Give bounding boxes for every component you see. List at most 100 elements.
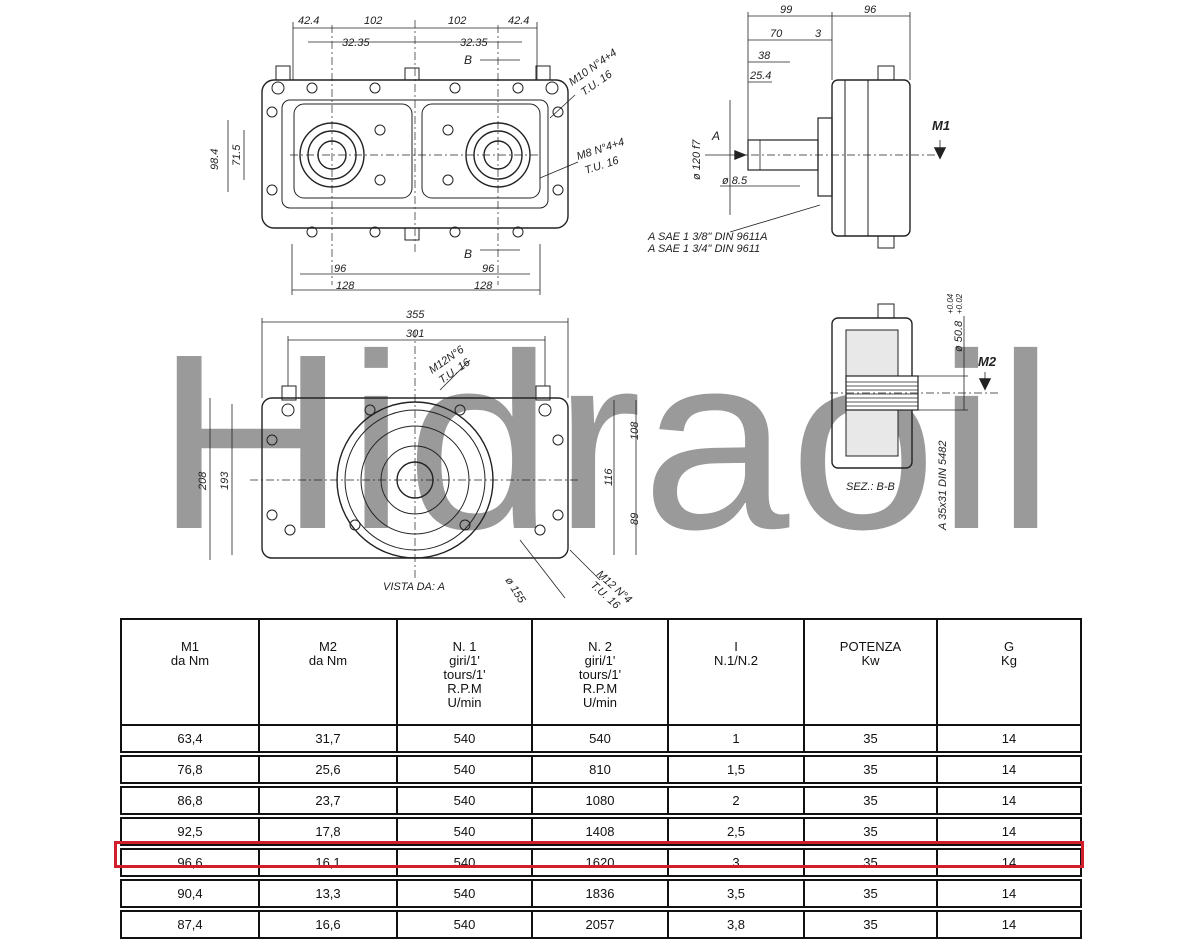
section-caption: SEZ.: B-B [846,481,895,493]
table-cell: 3,8 [667,910,805,939]
separator-cell [121,875,259,881]
table-cell: 86,8 [120,786,260,815]
table-cell: 16,1 [258,848,398,877]
top-view [227,20,579,295]
section-tol-lower: +0.02 [955,293,964,314]
side-dim-5: 38 [758,50,771,62]
table-cell: 76,8 [120,755,260,784]
table-cell: 14 [936,848,1082,877]
top-dim-left-1: 98.4 [209,149,221,170]
table-cell: 1620 [531,848,669,877]
separator-cell [259,844,397,850]
table-cell: 23,7 [258,786,398,815]
table-cell: 3,5 [667,879,805,908]
separator-cell [532,751,668,757]
section-mark-top: B [464,53,472,67]
top-dim-bottom-inner-2: 96 [482,263,495,275]
table-cell: 13,3 [258,879,398,908]
side-dim-6: 25.4 [749,70,771,82]
row-separator [121,751,1081,757]
top-dim-inner-1: 32.35 [342,37,370,49]
table-cell: 92,5 [120,817,260,846]
front-dim-193: 193 [219,471,231,490]
table-cell: 3 [667,848,805,877]
table-cell: 1080 [531,786,669,815]
table-cell: 17,8 [258,817,398,846]
table-cell: 2 [667,786,805,815]
side-arrow-label: A [711,129,720,143]
front-dim-116: 116 [603,468,615,486]
section-view [830,303,1000,469]
separator-cell [937,844,1081,850]
table-cell: 63,4 [120,724,260,753]
separator-cell [804,813,937,819]
table-cell: 2,5 [667,817,805,846]
front-dim-208: 208 [197,471,209,491]
table-cell: 35 [803,879,938,908]
separator-cell [259,782,397,788]
table-cell: 35 [803,755,938,784]
front-view-caption: VISTA DA: A [383,581,445,593]
shaft-note-2: A SAE 1 3/4" DIN 9611 [647,243,760,255]
separator-cell [259,751,397,757]
separator-cell [259,875,397,881]
side-view-housing [831,79,911,237]
moment-m1-label: M1 [932,118,950,133]
table-cell: 35 [803,817,938,846]
table-cell: 16,6 [258,910,398,939]
side-dim-3: 70 [770,28,783,40]
shaft-note-1: A SAE 1 3/8" DIN 9611A [647,231,767,243]
separator-cell [397,813,532,819]
separator-cell [668,875,804,881]
separator-cell [668,751,804,757]
table-cell: 14 [936,817,1082,846]
table-cell: 1,5 [667,755,805,784]
separator-cell [121,751,259,757]
separator-cell [937,751,1081,757]
front-dim-89: 89 [629,513,641,525]
side-view-flange [817,117,833,197]
watermark-text: Hidraoil [155,302,1055,581]
table-cell: 25,6 [258,755,398,784]
separator-cell [532,875,668,881]
table-cell: 540 [396,786,533,815]
table-cell: 540 [531,724,669,753]
separator-cell [532,844,668,850]
top-dim-bottom-outer-1: 128 [336,280,355,292]
row-separator [121,875,1081,881]
top-dim-1: 42.4 [298,15,319,27]
separator-cell [804,844,937,850]
table-cell: 87,4 [120,910,260,939]
separator-cell [668,813,804,819]
side-dim-2: 96 [864,4,877,16]
table-cell: 35 [803,786,938,815]
separator-cell [804,751,937,757]
front-dim-301: 301 [406,328,424,340]
table-cell: 540 [396,848,533,877]
separator-cell [397,751,532,757]
table-cell: 35 [803,910,938,939]
separator-cell [668,844,804,850]
separator-cell [937,813,1081,819]
table-cell: 35 [803,724,938,753]
section-spline-note: A 35x31 DIN 5482 [937,441,949,531]
top-dim-left-2: 71.5 [231,144,243,166]
section-tol-upper: +0.04 [946,293,955,314]
table-cell: 540 [396,724,533,753]
side-dia-hole: ø 8.5 [722,175,748,187]
table-cell: 14 [936,879,1082,908]
table-cell: 2057 [531,910,669,939]
